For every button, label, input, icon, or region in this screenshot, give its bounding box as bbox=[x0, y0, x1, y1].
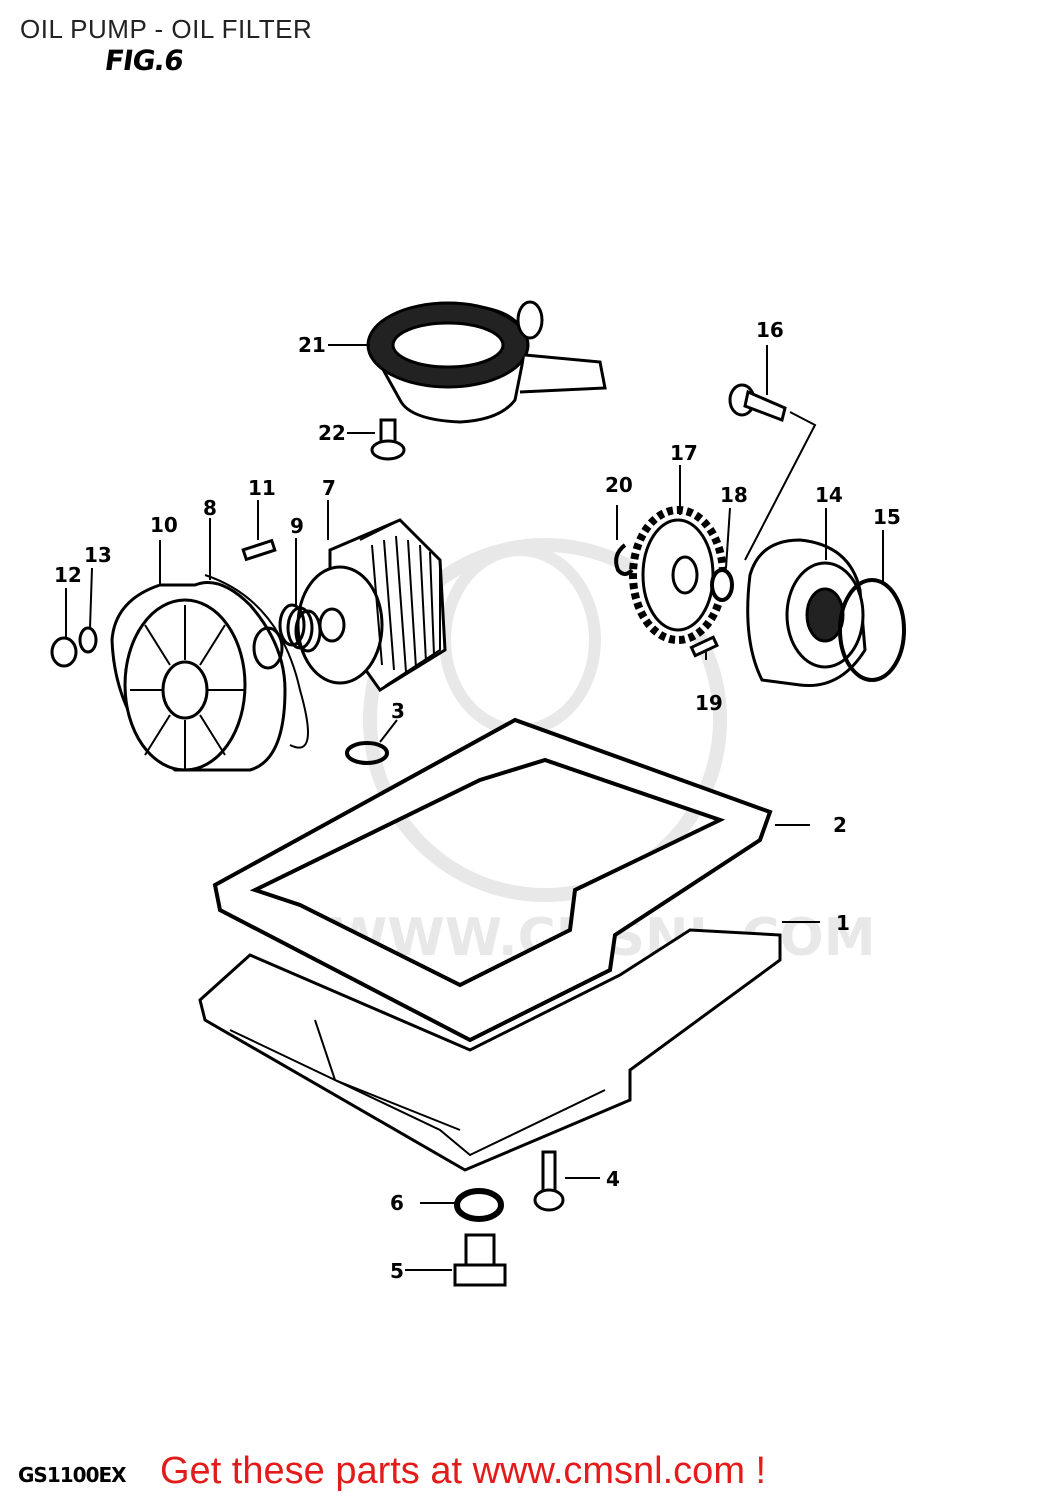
drain-plug[interactable] bbox=[453, 1233, 507, 1287]
exploded-parts-diagram: WWW.CMSNL.COM bbox=[50, 300, 906, 1287]
label-5: 5 bbox=[390, 1259, 404, 1283]
label-9: 9 bbox=[290, 514, 304, 538]
pump-washer[interactable] bbox=[710, 568, 734, 602]
label-1: 1 bbox=[836, 911, 850, 935]
model-code: GS1100EX bbox=[18, 1463, 127, 1487]
label-8: 8 bbox=[203, 496, 217, 520]
label-2: 2 bbox=[833, 813, 847, 837]
label-19: 19 bbox=[695, 691, 723, 715]
label-14: 14 bbox=[815, 483, 843, 507]
label-4: 4 bbox=[606, 1167, 620, 1191]
dowel-pin[interactable] bbox=[241, 538, 277, 562]
oil-filter-element[interactable] bbox=[296, 518, 447, 693]
label-18: 18 bbox=[720, 483, 748, 507]
drain-washer[interactable] bbox=[454, 1188, 504, 1222]
label-16: 16 bbox=[756, 318, 784, 342]
filter-spring[interactable] bbox=[278, 603, 322, 653]
cover-nut[interactable] bbox=[50, 626, 98, 668]
oil-pump-gear[interactable] bbox=[629, 506, 727, 644]
label-7: 7 bbox=[322, 476, 336, 500]
leader-lines bbox=[65, 344, 884, 1271]
label-3: 3 bbox=[391, 699, 405, 723]
label-21: 21 bbox=[298, 333, 326, 357]
label-10: 10 bbox=[150, 513, 178, 537]
pump-pin[interactable] bbox=[689, 635, 719, 658]
filter-cover[interactable] bbox=[110, 574, 309, 772]
pump-bolt[interactable] bbox=[728, 383, 787, 422]
label-11: 11 bbox=[248, 476, 276, 500]
label-22: 22 bbox=[318, 421, 346, 445]
oil-pump-body[interactable] bbox=[746, 538, 867, 688]
oil-pan[interactable] bbox=[198, 928, 782, 1172]
label-13: 13 bbox=[84, 543, 112, 567]
pan-bolt[interactable] bbox=[533, 1150, 565, 1212]
label-17: 17 bbox=[670, 441, 698, 465]
label-20: 20 bbox=[605, 473, 633, 497]
circlip[interactable] bbox=[614, 543, 634, 576]
pump-gasket[interactable] bbox=[838, 578, 906, 682]
cap-bolt[interactable] bbox=[370, 418, 406, 461]
oil-pan-gasket[interactable] bbox=[212, 717, 773, 1043]
diagram-title: OIL PUMP - OIL FILTER bbox=[20, 14, 313, 44]
o-ring[interactable] bbox=[345, 741, 389, 765]
part-labels: 21 22 16 17 20 18 14 15 19 11 7 8 10 9 1… bbox=[54, 318, 901, 1283]
label-6: 6 bbox=[390, 1191, 404, 1215]
oil-filter-cap[interactable] bbox=[366, 300, 607, 424]
bolt-leader bbox=[744, 411, 817, 561]
label-15: 15 bbox=[873, 505, 901, 529]
promo-link[interactable]: Get these parts at www.cmsnl.com ! bbox=[160, 1450, 767, 1492]
label-12: 12 bbox=[54, 563, 82, 587]
